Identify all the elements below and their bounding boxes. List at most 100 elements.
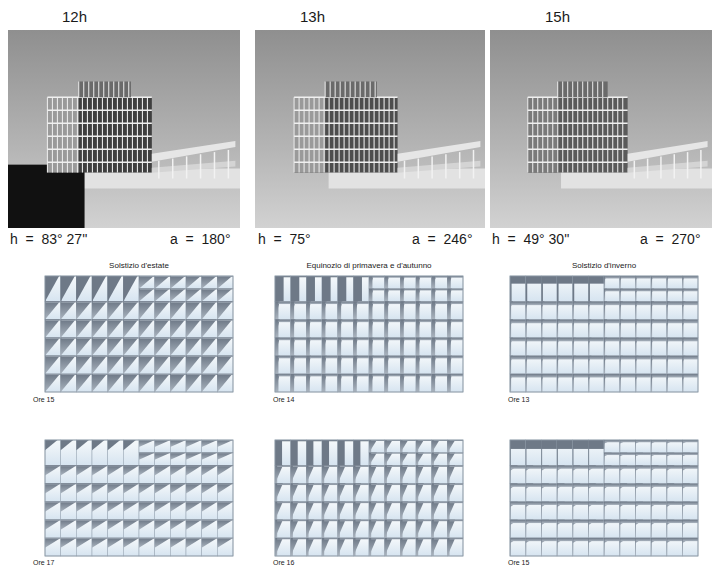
shadow xyxy=(416,538,418,556)
shadow xyxy=(186,320,201,338)
shadow xyxy=(526,520,542,523)
facade-cell xyxy=(76,356,92,374)
shadow xyxy=(217,538,233,548)
facade-cell xyxy=(667,440,683,453)
facade-cell xyxy=(400,484,416,502)
shadow xyxy=(306,374,309,392)
floor-slab xyxy=(528,136,628,138)
hour-label: Ore 17 xyxy=(33,559,54,567)
facade-cell xyxy=(447,502,463,520)
facade-ground xyxy=(510,440,698,556)
facade-fin xyxy=(314,97,315,172)
shadow xyxy=(353,484,355,502)
shadow xyxy=(635,320,651,324)
shadow xyxy=(45,519,61,521)
facade-cell xyxy=(651,356,667,374)
shadow xyxy=(573,276,589,284)
shadow xyxy=(447,466,449,484)
shadow xyxy=(123,338,125,356)
shadow xyxy=(217,276,219,289)
shadow xyxy=(369,276,372,289)
floor-slab xyxy=(528,123,628,125)
top-fin xyxy=(345,81,346,97)
shadow xyxy=(275,466,283,484)
shadow xyxy=(275,502,291,503)
shadow xyxy=(416,453,418,466)
shadow xyxy=(201,276,203,289)
shadow xyxy=(291,538,299,556)
shadow xyxy=(541,440,557,449)
shadow xyxy=(385,320,390,338)
facade-cell xyxy=(217,440,233,453)
top-fin xyxy=(340,81,341,97)
shadow xyxy=(353,538,361,556)
facade-shadow-study xyxy=(510,440,698,556)
shadow xyxy=(682,276,683,289)
shadow xyxy=(291,538,307,539)
shadow xyxy=(45,466,61,476)
facade-cell xyxy=(682,440,698,453)
shadow xyxy=(510,302,526,306)
floor-slab xyxy=(47,136,151,138)
shadow xyxy=(108,374,124,375)
shadow xyxy=(92,374,108,375)
shadow xyxy=(92,440,105,450)
shadow xyxy=(588,484,590,502)
facade-cell xyxy=(682,538,698,556)
shadow xyxy=(573,356,574,374)
top-fin xyxy=(350,81,351,97)
shadow xyxy=(667,484,683,487)
facade-cell xyxy=(322,466,338,484)
shadow xyxy=(291,320,296,338)
facade-cell xyxy=(635,338,651,356)
shadow xyxy=(61,501,77,503)
shadow xyxy=(338,538,346,556)
shadow xyxy=(666,520,668,538)
shadow xyxy=(541,374,557,378)
shadow xyxy=(416,440,418,453)
top-fin xyxy=(365,81,366,97)
shadow xyxy=(306,484,322,485)
facade-cell xyxy=(155,289,171,302)
facade-cell xyxy=(186,338,202,356)
shadow xyxy=(107,338,109,356)
shadow xyxy=(202,501,218,503)
facade-fin xyxy=(552,97,553,172)
facade-cell xyxy=(447,538,463,556)
facade-cell xyxy=(45,320,61,338)
shadow xyxy=(202,356,217,374)
shadow xyxy=(620,484,636,487)
facade-cell xyxy=(139,356,155,374)
shadow xyxy=(385,484,387,502)
shadow xyxy=(202,320,218,321)
shadow xyxy=(76,338,91,356)
shadow xyxy=(275,484,283,502)
shadow xyxy=(619,440,621,453)
facade-cell xyxy=(573,520,589,538)
facade-cell xyxy=(186,453,202,466)
top-fin xyxy=(370,81,371,97)
floor-slab xyxy=(47,123,151,125)
shadow xyxy=(92,356,94,374)
shadow xyxy=(306,338,311,356)
shadow xyxy=(60,320,62,338)
shadow xyxy=(275,356,280,374)
shadow xyxy=(604,276,605,289)
shadow xyxy=(61,276,75,302)
shadow xyxy=(61,484,77,494)
building-side xyxy=(294,97,325,172)
facade-cell xyxy=(155,484,171,502)
top-fin xyxy=(582,81,583,97)
shadow xyxy=(155,466,171,476)
facade-cell xyxy=(635,356,651,374)
shadow xyxy=(45,465,61,467)
shadow xyxy=(123,302,125,320)
shadow xyxy=(573,520,589,523)
shadow xyxy=(526,374,542,378)
shadow xyxy=(416,302,421,320)
shadow xyxy=(447,356,452,374)
facade-cell xyxy=(667,453,683,466)
facade-fin xyxy=(582,97,583,172)
shadow xyxy=(635,374,651,378)
